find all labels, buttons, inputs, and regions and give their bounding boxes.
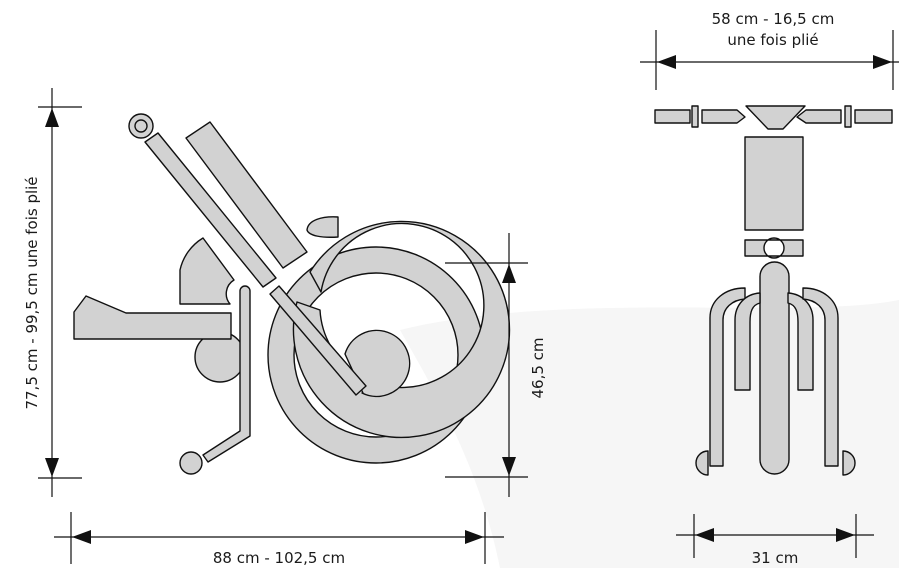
seat-height-dimension: 46,5 cm [445,233,547,497]
front-top-width-label-line2: une fois plié [727,31,818,49]
right-outer-fork [802,287,839,467]
arrow-left [695,528,714,542]
center-wheel [759,261,790,475]
arrow-down [45,458,59,477]
side-view [73,113,511,475]
front-top-width-dimension: 58 cm - 16,5 cm une fois plié [640,10,899,90]
backrest-bar [144,132,277,288]
handlebar-right-collar [844,105,852,128]
arrow-right [465,530,484,544]
lever-bar [269,285,367,396]
side-height-label: 77,5 cm - 99,5 cm une fois plié [23,176,41,409]
handlebar-left-bar [701,109,746,124]
leg-rod [202,285,251,463]
frame-body [744,136,804,231]
top-ball-inner [134,119,148,133]
arrow-right [836,528,855,542]
handlebar-stem [745,105,806,130]
arrow-down [502,457,516,476]
side-height-dimension: 77,5 cm - 99,5 cm une fois plié [23,88,82,497]
left-inner-fork [734,292,761,391]
arrow-right [873,55,892,69]
arrow-up [502,264,516,283]
right-inner-fork [787,292,814,391]
seat-plate [73,295,232,340]
handlebar-left-grip [654,109,691,124]
arrow-left [72,530,91,544]
seat-height-label: 46,5 cm [529,337,547,398]
arrow-up [45,108,59,127]
left-side-wheel [695,450,709,476]
handlebar-left-collar [691,105,699,128]
frame-bar-large [185,121,308,269]
front-bottom-width-dimension: 31 cm [676,514,874,567]
handlebar-right-grip [854,109,893,124]
side-length-label: 88 cm - 102,5 cm [213,549,345,567]
handlebar-right-bar [796,109,842,124]
arrow-left [657,55,676,69]
front-top-width-label-line1: 58 cm - 16,5 cm [712,10,835,28]
handle [306,216,339,238]
right-side-wheel [842,450,856,476]
fan-piece [179,237,235,305]
front-view [654,105,893,476]
front-bottom-width-label: 31 cm [752,549,799,567]
foot-ball [179,451,203,475]
axle-piece [744,237,804,259]
side-length-dimension: 88 cm - 102,5 cm [54,512,504,567]
